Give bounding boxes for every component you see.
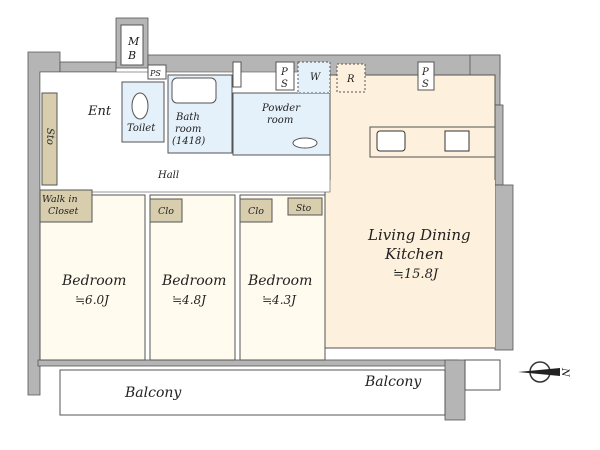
bathtub-icon <box>171 77 217 104</box>
bedroom-1-size: ≒6.0J <box>75 293 110 307</box>
washer-area <box>297 61 331 94</box>
clo-label-2: Clo <box>158 206 174 217</box>
ldk-lower <box>325 180 495 348</box>
bedroom-1-label: Bedroom <box>61 273 126 289</box>
ps-box-1 <box>147 64 167 80</box>
ps-label-4a: P <box>421 67 429 78</box>
bedroom-3-label: Bedroom <box>247 273 312 289</box>
sto-label-left: Sto <box>44 128 55 145</box>
ps-box-3 <box>275 61 295 91</box>
balcony-area <box>59 369 446 416</box>
ldk-label-2: Kitchen <box>384 245 444 263</box>
bath-label: Bath <box>175 112 200 123</box>
storage-ldk <box>287 197 323 216</box>
balcony-label-right: Balcony <box>364 374 422 390</box>
ldk-label: Living Dining <box>367 226 471 244</box>
ps-label-3a: P <box>280 67 288 78</box>
bath-size-label: (1418) <box>172 136 205 147</box>
toilet-label: Toilet <box>127 123 156 134</box>
storage-left <box>41 92 58 186</box>
ps-label-4b: S <box>422 79 429 90</box>
mb-box <box>120 24 144 66</box>
kitchen-sink-icon <box>376 130 406 152</box>
powder-label-2: room <box>267 115 293 126</box>
bedroom-2-size: ≒4.8J <box>172 293 207 307</box>
ent-label: Ent <box>87 104 112 119</box>
mb-label: M <box>127 35 140 48</box>
ldk-size: ≒15.8J <box>393 267 439 282</box>
mb-label-2: B <box>127 49 136 62</box>
ps-label-3b: S <box>281 79 288 90</box>
hall-label: Hall <box>157 170 179 181</box>
fridge-area <box>336 63 366 93</box>
closet-label: Closet <box>48 206 79 217</box>
bedroom-2-label: Bedroom <box>161 273 226 289</box>
w-label: W <box>310 72 321 83</box>
powder-label: Powder <box>261 103 301 114</box>
balcony-label-left: Balcony <box>124 385 182 401</box>
stove-icon <box>444 130 470 152</box>
sto-label-ldk: Sto <box>296 204 312 214</box>
closet-2 <box>149 198 183 223</box>
sink-icon <box>292 137 318 149</box>
ps-label: PS <box>149 69 161 78</box>
r-label: R <box>346 74 355 85</box>
toilet-bowl-icon <box>131 92 149 120</box>
ps-box-2 <box>232 61 242 88</box>
bath-label-2: room <box>175 124 201 135</box>
closet-3 <box>239 198 273 223</box>
compass-icon: N <box>518 361 570 383</box>
walk-in-label: Walk in <box>42 194 78 205</box>
bedroom-3-size: ≒4.3J <box>262 293 297 307</box>
walk-in-closet <box>39 189 93 223</box>
clo-label-3: Clo <box>248 206 264 217</box>
ps-box-4 <box>417 61 435 91</box>
north-label: N <box>559 367 570 378</box>
